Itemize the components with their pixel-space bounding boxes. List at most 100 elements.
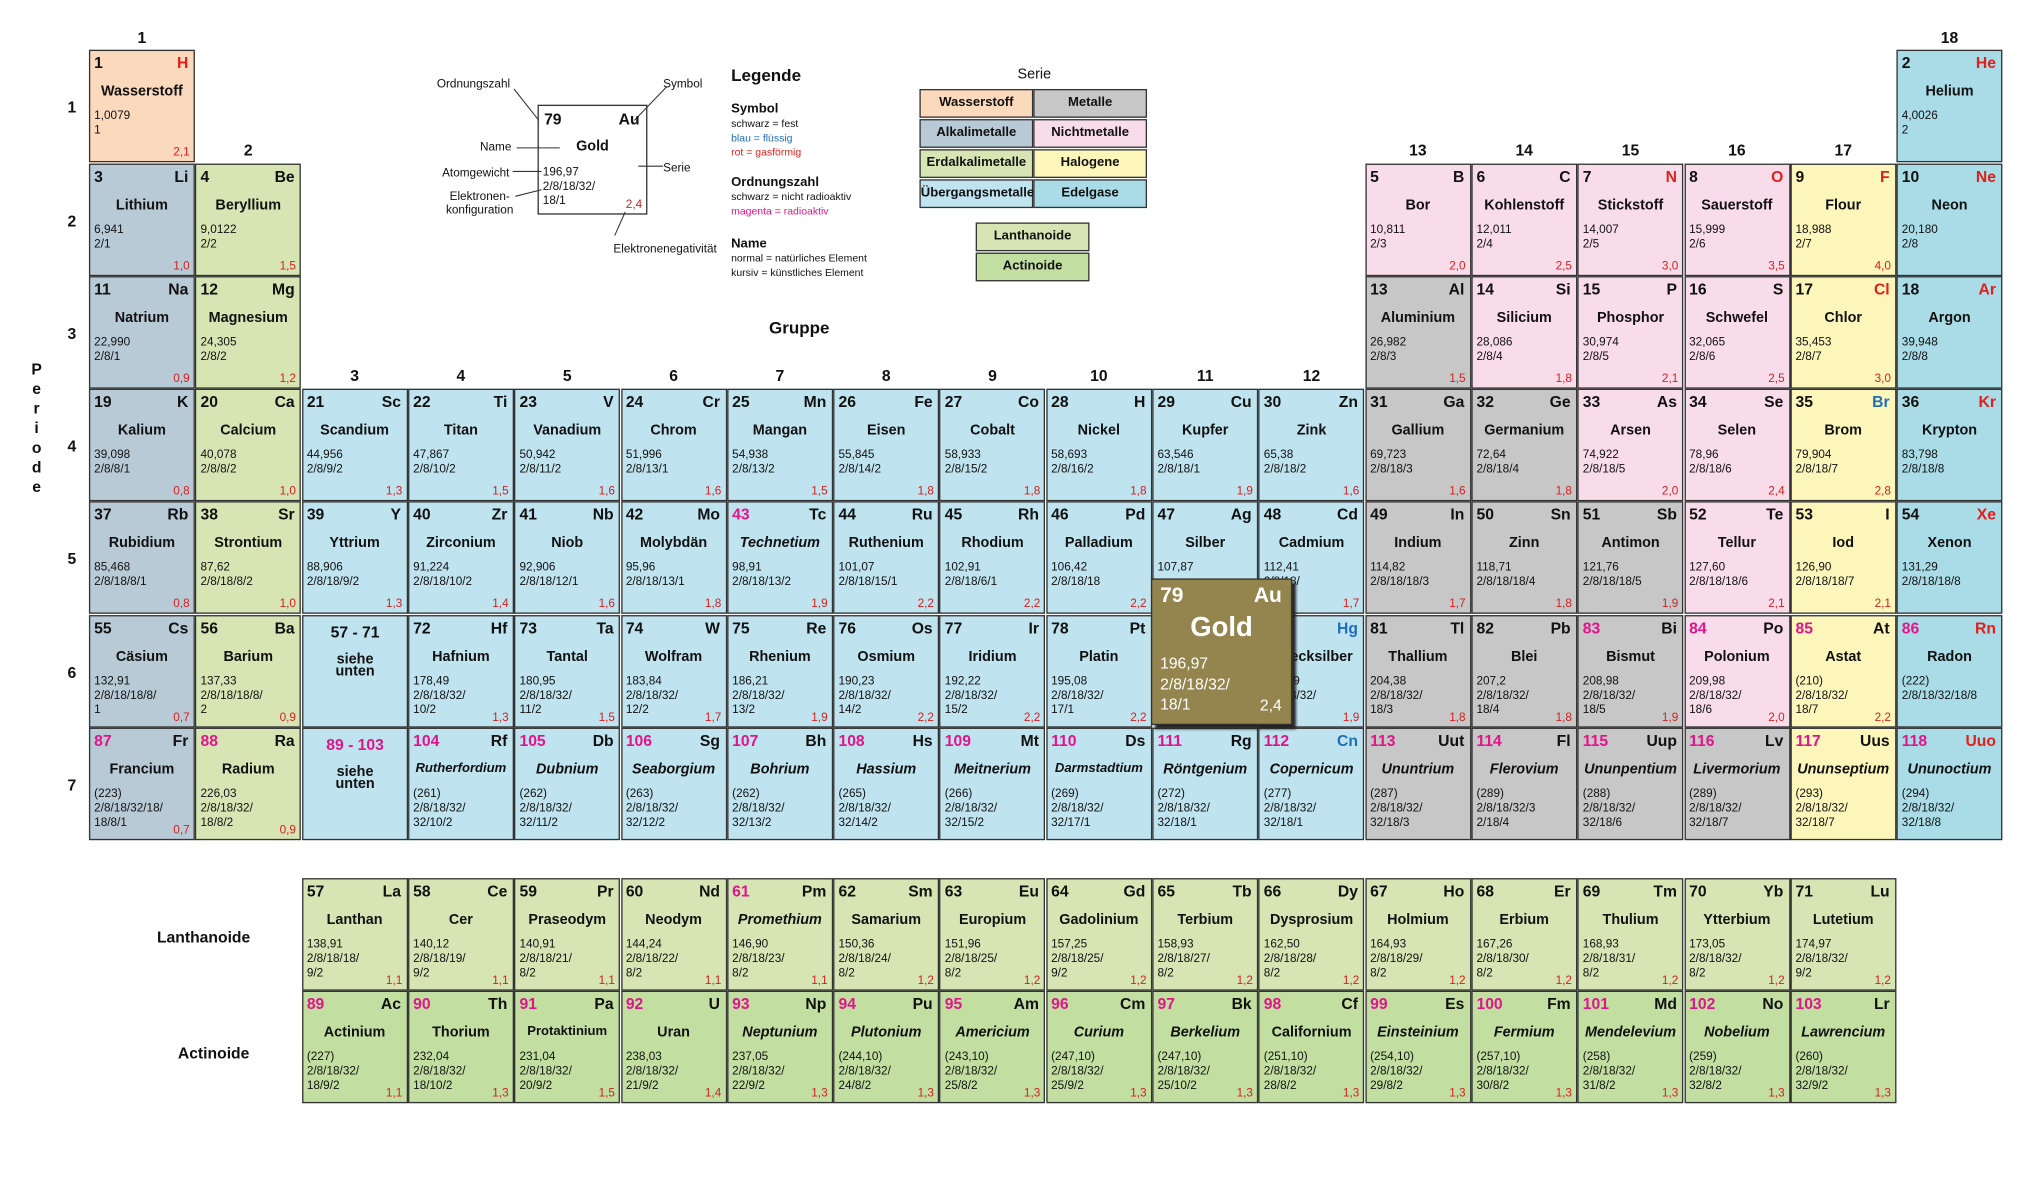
gold-highlight-cell[interactable]: 79 Au Gold 196,97 2/8/18/32/ 18/1 2,4 — [1150, 578, 1293, 726]
